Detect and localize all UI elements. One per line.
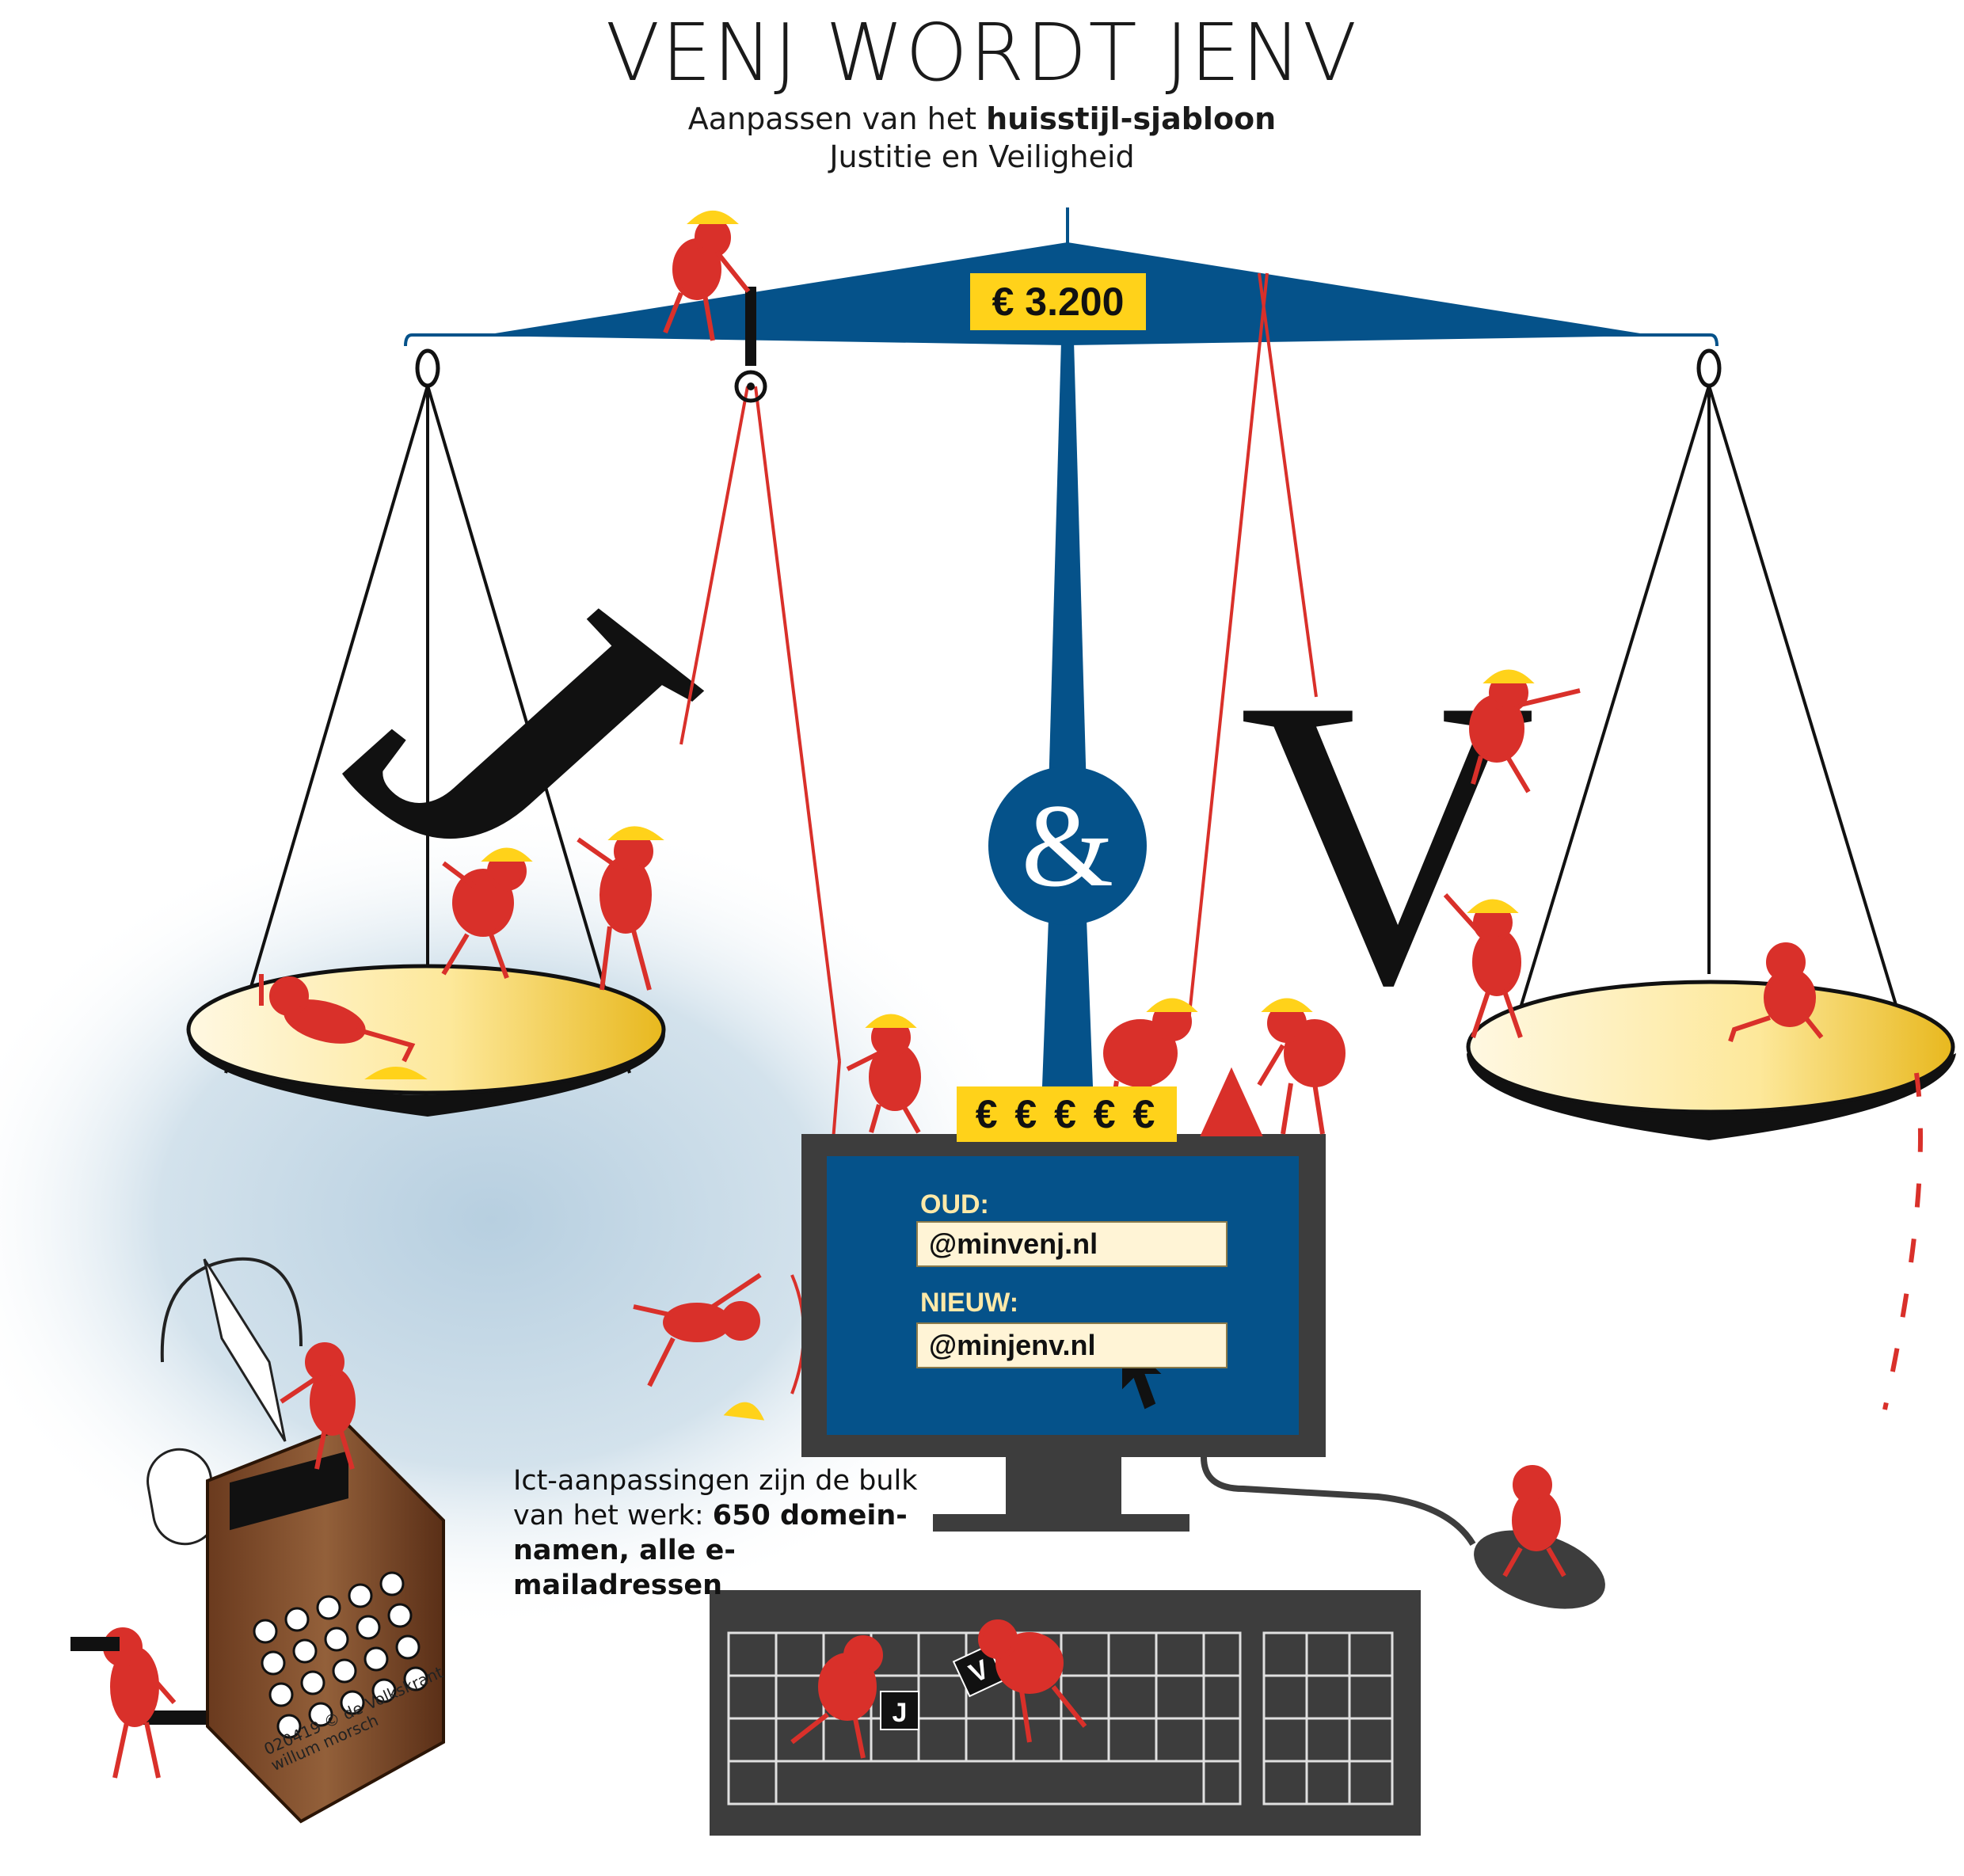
ant-lying-left-pan: [259, 974, 428, 1079]
old-address-field: @minvenj.nl: [916, 1221, 1228, 1267]
ampersand-glyph: &: [1022, 780, 1114, 911]
caption: Ict-aanpassingen zijn de bulk van het we…: [513, 1463, 925, 1603]
key-j: [880, 1691, 919, 1730]
drip: [1882, 1072, 1923, 1410]
ant-pushing-j-1: [441, 847, 533, 980]
page-title: VENJ WORDT JENV: [605, 6, 1359, 99]
computer-monitor: [801, 1134, 1476, 1547]
winch: [1200, 1067, 1263, 1136]
scale-beam: &: [404, 207, 1722, 1086]
keyboard: J V: [710, 1590, 1421, 1836]
pulley: [734, 287, 767, 403]
right-scale-pan: [1466, 980, 1956, 1140]
ant-on-mouse: [1502, 1465, 1566, 1577]
right-pan-strings: [1499, 385, 1918, 1074]
key-j-label: J: [893, 1698, 908, 1728]
ant-keyboard-2: [978, 1619, 1087, 1743]
ampersand-badge: [988, 767, 1147, 925]
ant-on-beam: [663, 211, 751, 341]
cash-register: [143, 1257, 445, 1824]
ant-pulling-rope: [846, 1014, 921, 1134]
new-address-label: NIEUW:: [920, 1288, 1019, 1318]
subtitle-line-1: Aanpassen van het huisstijl-sjabloon: [0, 101, 1964, 136]
price-badge: € 3.200: [970, 273, 1146, 330]
subtitle-line-2: Justitie en Veiligheid: [829, 139, 1135, 174]
left-pan-strings: [224, 385, 631, 1074]
ant-winch-2: [1257, 998, 1345, 1135]
ant-on-v: [1469, 669, 1581, 793]
ant-falling: [633, 1273, 765, 1421]
old-address-label: OUD:: [920, 1189, 989, 1220]
ropes: [679, 272, 1318, 1395]
new-address-field: @minjenv.nl: [916, 1322, 1228, 1368]
ant-climbing-right: [1443, 892, 1523, 1038]
caption-bold: 650 domein-namen, alle e-mailadressen: [513, 1500, 908, 1601]
ant-keyboard-1: [790, 1635, 883, 1759]
ant-with-telescope: [70, 1627, 177, 1779]
computer-mouse: [1474, 1530, 1605, 1609]
euro-badge: € € € € €: [957, 1086, 1177, 1142]
ant-sitting-right-pan: [1728, 942, 1824, 1042]
caption-plain: Ict-aanpassingen zijn de bulk van het we…: [513, 1465, 918, 1532]
ants: [70, 211, 1824, 1779]
subtitle-bold: huisstijl-sjabloon: [986, 101, 1277, 136]
ant-pushing-j-2: [577, 826, 664, 991]
ant-on-register: [280, 1342, 356, 1470]
subtitle-prefix: Aanpassen van het: [687, 101, 987, 136]
